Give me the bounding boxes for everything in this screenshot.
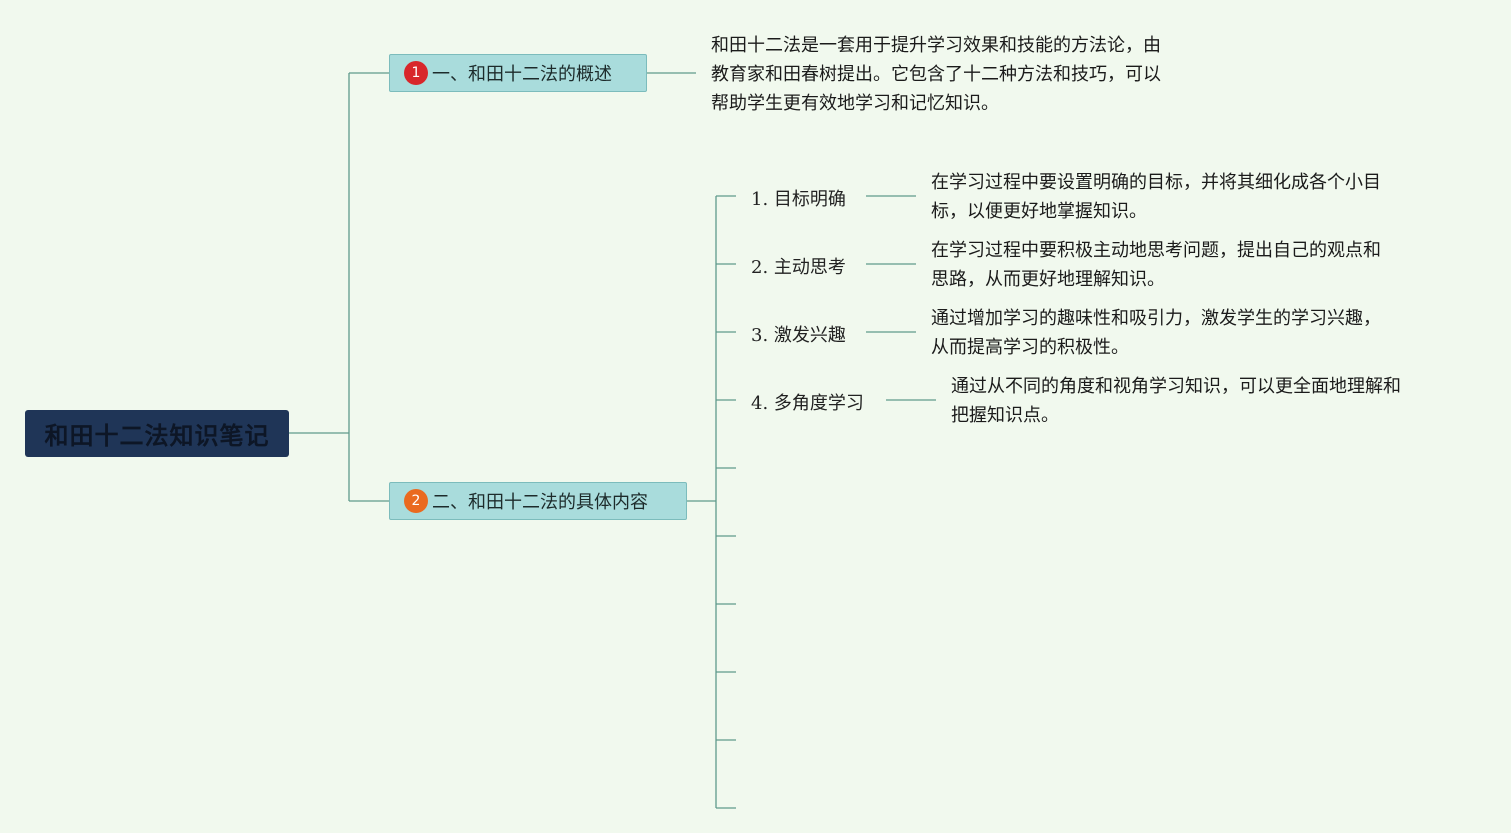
branch-topic-details[interactable]: 2 二、和田十二法的具体内容 (389, 482, 687, 520)
branch-overview-description[interactable]: 和田十二法是一套用于提升学习效果和技能的方法论，由 教育家和田春树提出。它包含了… (711, 31, 1161, 118)
subtopic-number: 2. (751, 257, 769, 278)
branch-topic-label: 一、和田十二法的概述 (432, 64, 612, 85)
description-line: 把握知识点。 (951, 405, 1059, 426)
description-line: 标，以便更好地掌握知识。 (931, 201, 1147, 222)
subtopic-label: 多角度学习 (773, 393, 864, 414)
subtopic-multi-angle-description[interactable]: 通过从不同的角度和视角学习知识，可以更全面地理解和 把握知识点。 (951, 372, 1401, 430)
branch-topic-overview[interactable]: 1 一、和田十二法的概述 (389, 54, 647, 92)
subtopic-active-thinking[interactable]: 2. 主动思考 (751, 253, 846, 279)
subtopic-multi-angle[interactable]: 4. 多角度学习 (751, 389, 864, 415)
subtopic-goal-clear-description[interactable]: 在学习过程中要设置明确的目标，并将其细化成各个小目 标，以便更好地掌握知识。 (931, 168, 1381, 226)
description-line: 在学习过程中要设置明确的目标，并将其细化成各个小目 (931, 172, 1381, 193)
branch-topic-label: 二、和田十二法的具体内容 (432, 492, 648, 513)
subtopic-label: 主动思考 (773, 257, 846, 278)
description-line: 从而提高学习的积极性。 (931, 337, 1129, 358)
subtopic-number: 3. (751, 325, 769, 346)
root-topic[interactable]: 和田十二法知识笔记 (25, 410, 289, 457)
root-topic-label: 和田十二法知识笔记 (44, 422, 270, 450)
subtopic-spark-interest-description[interactable]: 通过增加学习的趣味性和吸引力，激发学生的学习兴趣， 从而提高学习的积极性。 (931, 304, 1381, 362)
subtopic-spark-interest[interactable]: 3. 激发兴趣 (751, 321, 846, 347)
description-line: 帮助学生更有效地学习和记忆知识。 (711, 93, 999, 114)
priority-1-badge-icon: 1 (404, 61, 428, 85)
description-line: 思路，从而更好地理解知识。 (931, 269, 1165, 290)
subtopic-goal-clear[interactable]: 1. 目标明确 (751, 185, 846, 211)
subtopic-number: 4. (751, 393, 769, 414)
subtopic-number: 1. (751, 189, 769, 210)
description-line: 在学习过程中要积极主动地思考问题，提出自己的观点和 (931, 240, 1381, 261)
description-line: 通过从不同的角度和视角学习知识，可以更全面地理解和 (951, 376, 1401, 397)
priority-2-badge-icon: 2 (404, 489, 428, 513)
subtopic-label: 激发兴趣 (773, 325, 846, 346)
description-line: 和田十二法是一套用于提升学习效果和技能的方法论，由 (711, 35, 1161, 56)
subtopic-active-thinking-description[interactable]: 在学习过程中要积极主动地思考问题，提出自己的观点和 思路，从而更好地理解知识。 (931, 236, 1381, 294)
description-line: 通过增加学习的趣味性和吸引力，激发学生的学习兴趣， (931, 308, 1381, 329)
subtopic-label: 目标明确 (773, 189, 846, 210)
description-line: 教育家和田春树提出。它包含了十二种方法和技巧，可以 (711, 64, 1161, 85)
